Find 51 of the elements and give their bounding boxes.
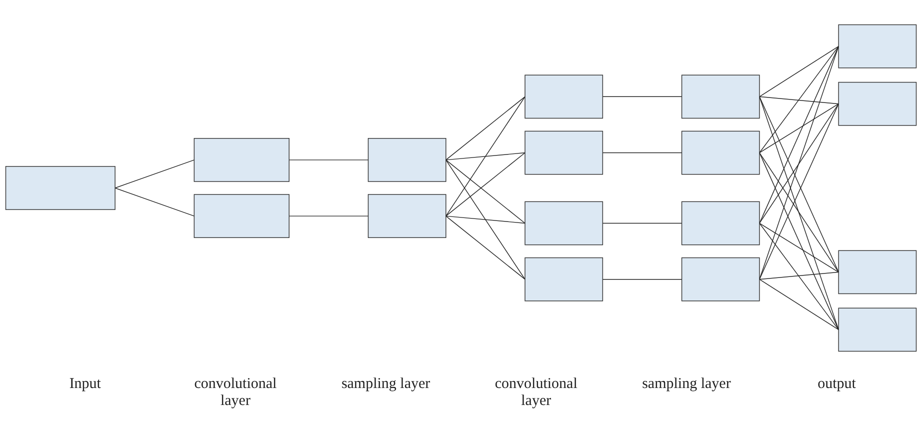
- node-box: [838, 250, 917, 294]
- node-box: [368, 194, 446, 238]
- layer-label: sampling layer: [641, 376, 732, 393]
- layer-label: output: [816, 376, 857, 393]
- node-box: [368, 138, 446, 182]
- layer-label: convolutional layer: [193, 376, 278, 410]
- connector: [446, 96, 526, 160]
- node-box: [524, 130, 604, 175]
- node-box: [838, 308, 917, 352]
- connector: [446, 160, 526, 224]
- node-box: [5, 166, 116, 210]
- connector: [602, 152, 682, 154]
- layer-label: sampling layer: [340, 376, 432, 393]
- node-box: [524, 257, 604, 302]
- layer-label: Input: [68, 376, 102, 393]
- node-box: [194, 138, 290, 182]
- connector: [446, 152, 526, 216]
- connector: [759, 96, 839, 330]
- connector: [759, 152, 839, 330]
- node-box: [681, 130, 760, 175]
- connector: [759, 46, 839, 98]
- connector: [114, 160, 195, 188]
- node-box: [681, 201, 760, 246]
- connector: [759, 46, 839, 154]
- connector: [446, 152, 526, 160]
- connector: [759, 46, 839, 224]
- node-box: [838, 24, 917, 68]
- connector: [446, 160, 526, 280]
- connector: [602, 222, 682, 224]
- connector: [759, 104, 839, 154]
- node-box: [524, 74, 604, 119]
- connector: [759, 152, 839, 272]
- node-box: [681, 257, 760, 302]
- node-box: [681, 74, 760, 119]
- layer-label: convolutional layer: [494, 376, 578, 410]
- connector: [759, 46, 839, 280]
- node-box: [838, 82, 917, 126]
- connector: [446, 216, 526, 224]
- connector: [759, 104, 839, 224]
- connector: [759, 272, 839, 280]
- connector: [602, 278, 682, 280]
- node-box: [194, 194, 290, 238]
- connector: [114, 188, 195, 216]
- connector: [759, 222, 839, 272]
- connector: [446, 216, 526, 280]
- connector: [602, 96, 682, 98]
- connector: [759, 278, 839, 330]
- node-box: [524, 201, 604, 246]
- connector: [759, 222, 839, 330]
- connector: [759, 96, 839, 104]
- connector: [446, 96, 526, 216]
